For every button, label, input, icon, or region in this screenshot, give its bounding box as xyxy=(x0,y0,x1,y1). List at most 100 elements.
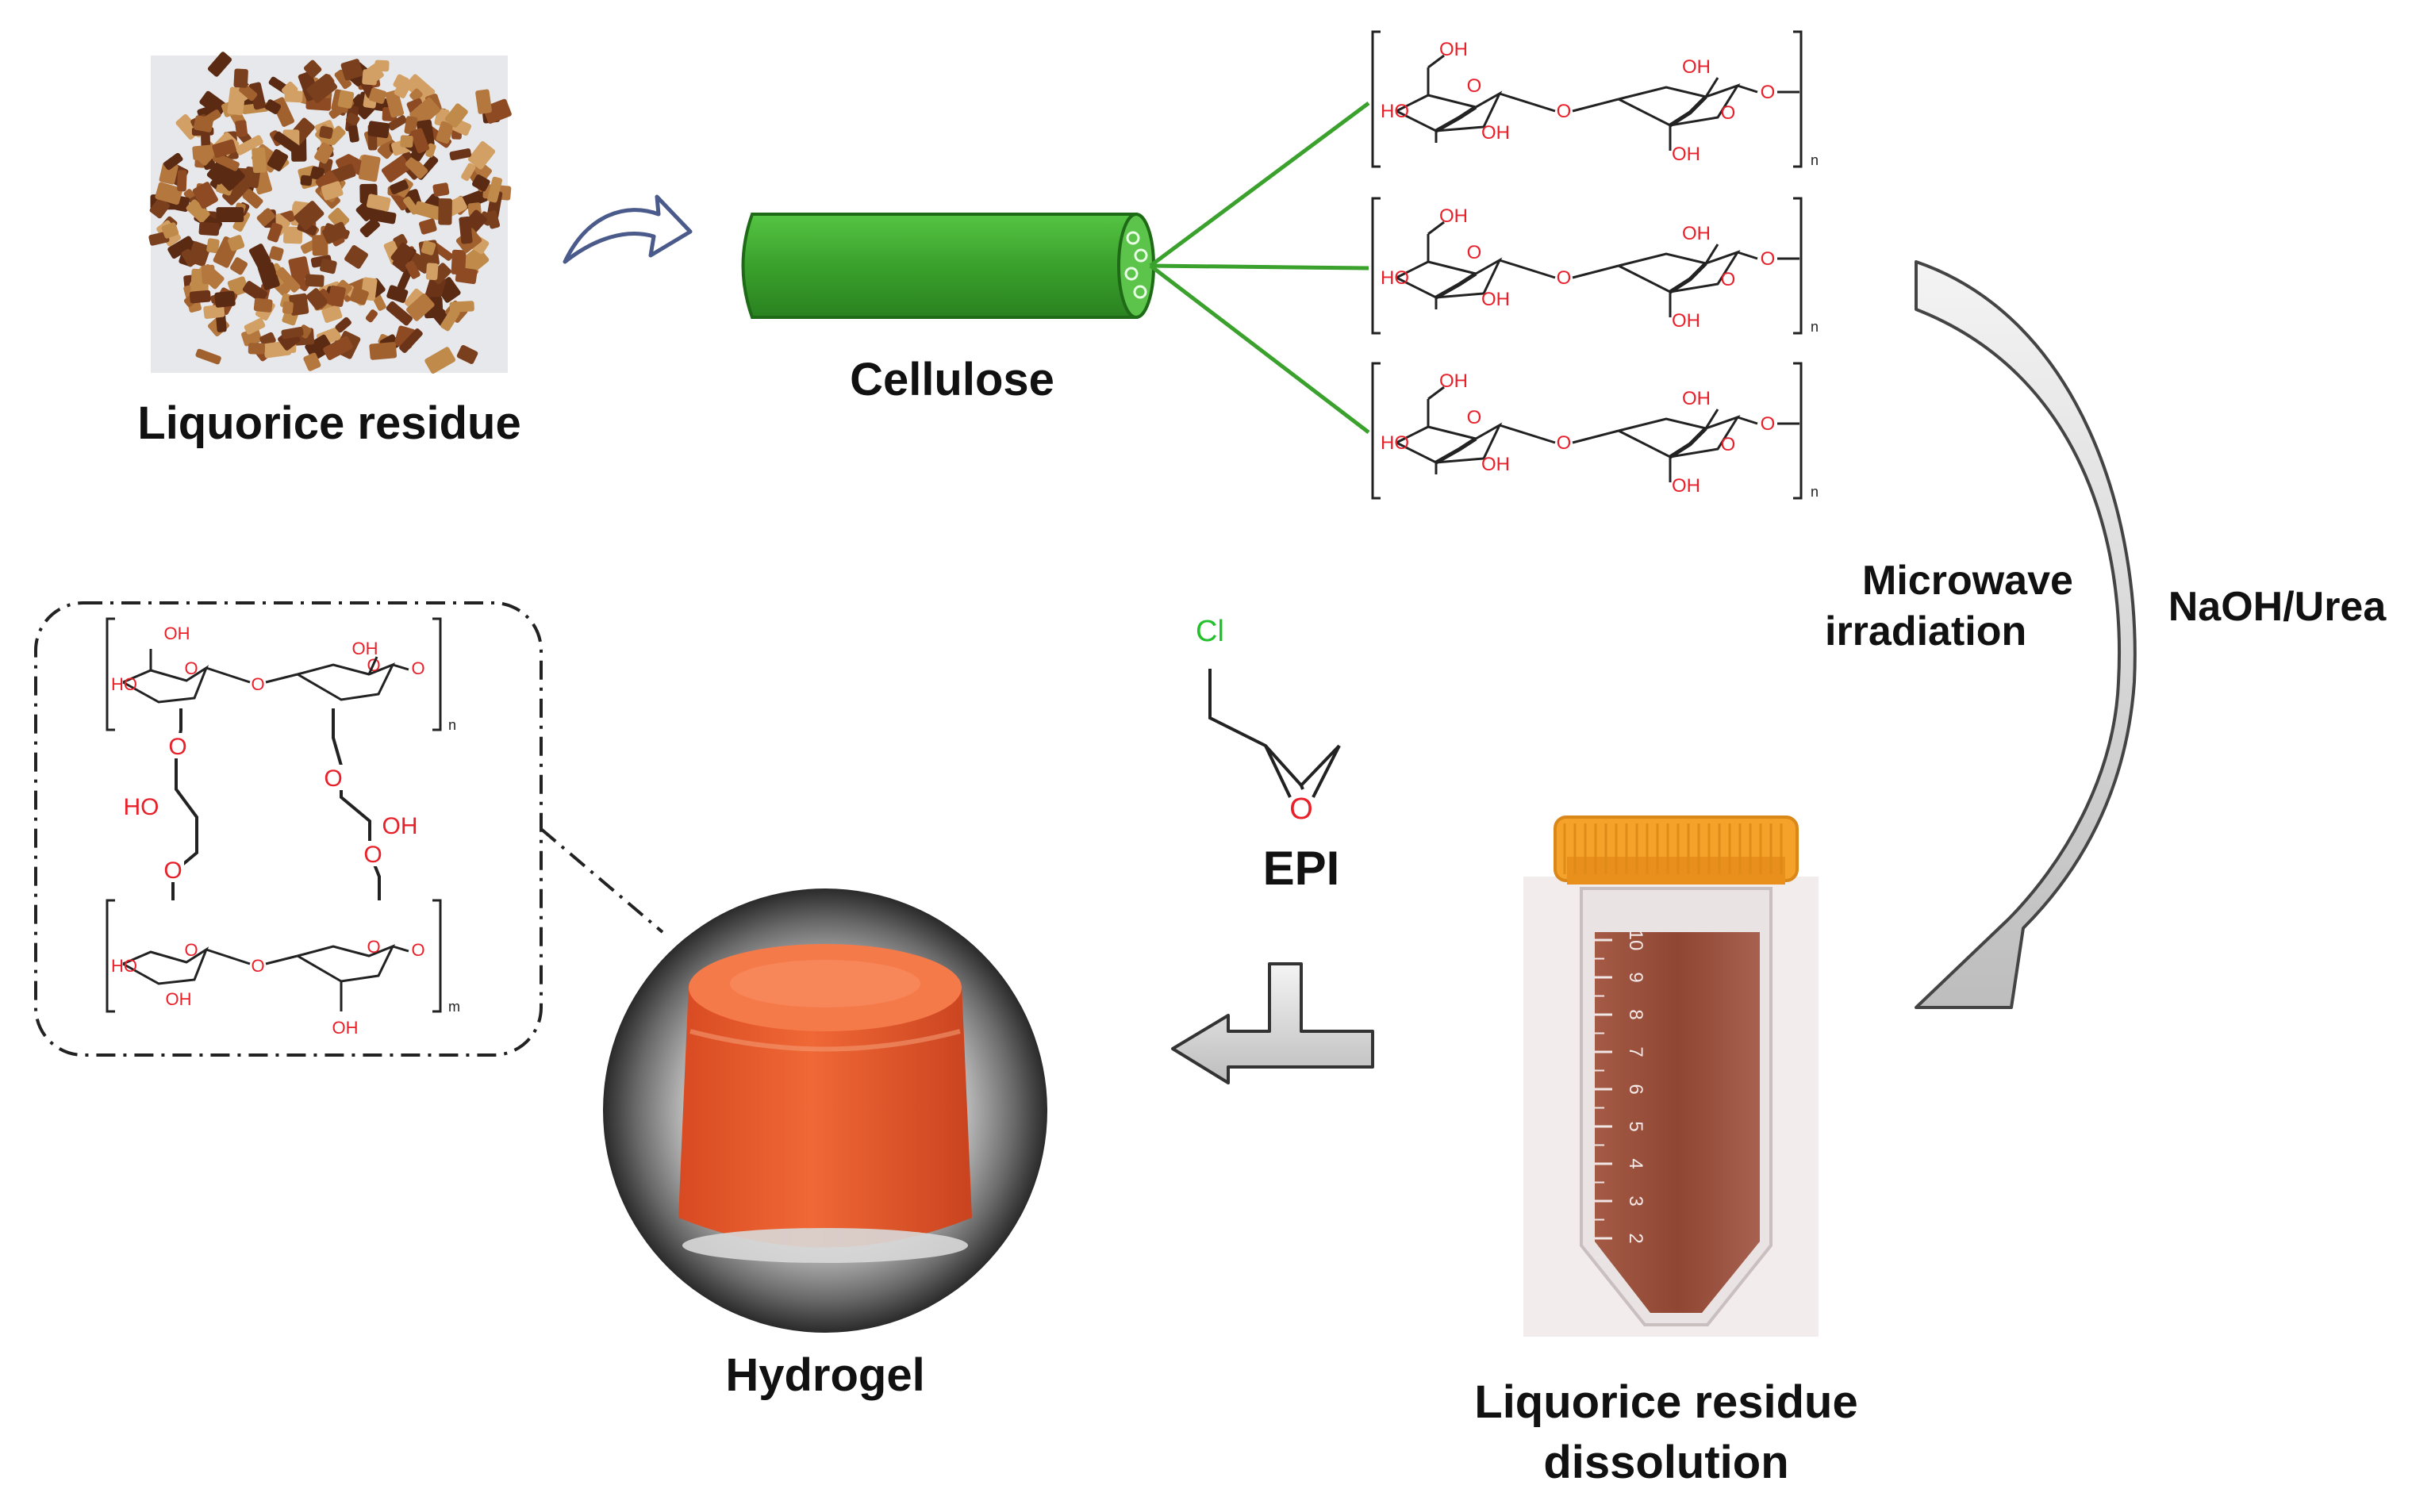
liquorice-chip xyxy=(222,178,250,205)
atom-oh: OH xyxy=(1439,370,1468,392)
tube-mark-label: 4 xyxy=(1625,1158,1646,1169)
atom-o: O xyxy=(367,937,380,957)
liquorice-chip xyxy=(194,115,213,132)
bond xyxy=(1704,409,1719,429)
bracket-left xyxy=(106,899,115,1013)
label-dissolution-line2: dissolution xyxy=(1543,1437,1789,1488)
fan-line-top xyxy=(1149,101,1370,268)
atom-oh: OH xyxy=(1672,310,1700,332)
liquorice-chip xyxy=(201,264,216,285)
liquorice-chip xyxy=(405,155,428,179)
liquorice-chip xyxy=(438,198,452,225)
label-liquorice-residue: Liquorice residue xyxy=(137,397,521,449)
liquorice-chip xyxy=(161,222,179,239)
label-microwave-line1: Microwave xyxy=(1862,558,2073,604)
atom-ho: HO xyxy=(1381,432,1409,454)
tube-mark-label: 6 xyxy=(1625,1084,1646,1094)
atom-o: O xyxy=(1721,102,1736,124)
liquorice-chip xyxy=(195,348,221,365)
liquorice-chip xyxy=(314,142,334,164)
liquorice-chip xyxy=(244,317,266,335)
atom-oh: OH xyxy=(1682,388,1711,409)
hydrogel-photo xyxy=(603,888,1047,1333)
liquorice-chip xyxy=(405,74,436,104)
bond xyxy=(1427,54,1445,69)
bond xyxy=(1737,84,1758,94)
liquorice-chip xyxy=(269,246,284,261)
liquorice-chip xyxy=(252,147,267,174)
liquorice-chip xyxy=(471,174,490,192)
atom-o: O xyxy=(251,674,264,694)
liquorice-chip xyxy=(399,328,423,353)
liquorice-chip xyxy=(235,135,263,155)
liquorice-chip xyxy=(312,235,328,256)
liquorice-chip xyxy=(421,240,436,255)
liquorice-chip xyxy=(212,139,236,158)
curved-arrow-icon xyxy=(563,194,693,264)
tube-mark-label: 10 xyxy=(1625,930,1646,951)
liquorice-chip xyxy=(155,182,183,205)
liquorice-chip xyxy=(406,293,435,321)
liquorice-chip xyxy=(337,90,355,109)
bracket-right xyxy=(432,617,442,731)
ring-bond xyxy=(1669,95,1707,128)
label-dissolution-line1: Liquorice residue xyxy=(1474,1376,1858,1428)
atom-oh: OH xyxy=(1481,454,1510,475)
atom-oh: OH xyxy=(332,1018,359,1038)
liquorice-chip xyxy=(404,288,425,310)
liquorice-chip xyxy=(214,290,236,308)
liquorice-chip xyxy=(486,210,501,229)
atom-oh: OH xyxy=(1439,39,1468,60)
crosslinked-chain-top: nOOOOHOOHOH xyxy=(106,617,456,733)
atom-o: O xyxy=(184,940,198,960)
liquorice-chip xyxy=(256,208,275,227)
bracket-right xyxy=(432,899,442,1013)
inset-connector-line xyxy=(540,827,664,934)
bond xyxy=(205,948,251,965)
liquorice-chip xyxy=(230,257,248,275)
liquorice-chip xyxy=(381,155,411,182)
liquorice-chip xyxy=(403,196,420,215)
bond xyxy=(1499,424,1556,444)
atom-o: O xyxy=(163,858,182,884)
liquorice-chip xyxy=(390,242,415,267)
liquorice-chip xyxy=(248,343,265,355)
liquorice-chip xyxy=(459,216,473,244)
tube-mark-label: 5 xyxy=(1625,1121,1646,1131)
liquorice-chip xyxy=(306,74,338,103)
liquorice-chip xyxy=(206,238,220,254)
atom-o: O xyxy=(411,940,424,960)
liquorice-chip xyxy=(187,241,211,267)
atom-o: O xyxy=(411,658,424,678)
liquorice-chip xyxy=(186,199,210,223)
liquorice-chip xyxy=(461,163,476,182)
cellulose-fiber-icon xyxy=(741,213,1155,319)
subscript: m xyxy=(448,999,460,1015)
atom-ho: HO xyxy=(1381,267,1409,289)
liquorice-chip xyxy=(409,88,423,102)
ring-bond xyxy=(1669,427,1707,459)
liquorice-chip xyxy=(282,301,294,314)
label-microwave-line2: irradiation xyxy=(1825,608,2027,654)
atom-oh: OH xyxy=(382,813,418,839)
liquorice-chip xyxy=(345,113,360,126)
atom-o: O xyxy=(1557,267,1572,289)
liquorice-chip xyxy=(242,281,268,302)
tube-mark-label: 7 xyxy=(1625,1046,1646,1057)
bracket-left xyxy=(106,617,115,731)
liquorice-residue-photo xyxy=(148,52,512,374)
liquorice-chip xyxy=(449,148,472,161)
tube-mark-label: 3 xyxy=(1625,1195,1646,1206)
bond xyxy=(1737,416,1758,425)
liquorice-chip xyxy=(444,103,468,128)
tube-mark-label: 9 xyxy=(1625,972,1646,982)
liquorice-chip xyxy=(242,189,263,209)
atom-o: O xyxy=(251,956,264,976)
liquorice-chip xyxy=(348,125,359,143)
liquorice-chip xyxy=(460,189,488,209)
liquorice-chip xyxy=(377,137,399,159)
